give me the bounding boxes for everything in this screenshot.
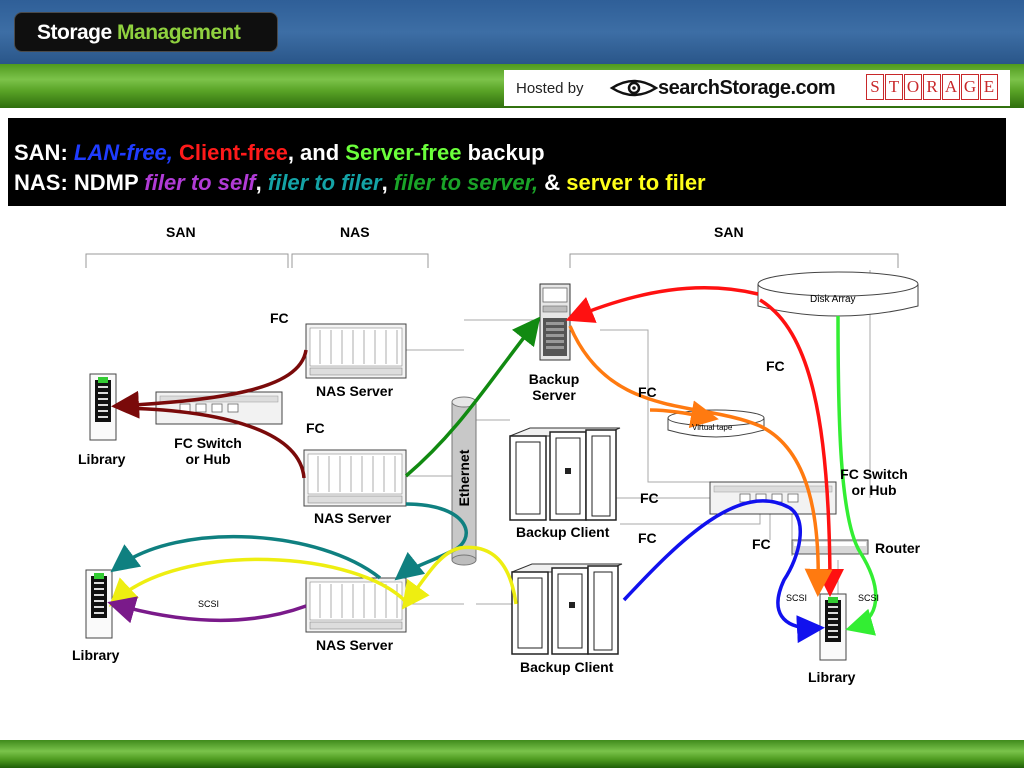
title-line-2-segment-7: server to filer — [566, 170, 706, 195]
library-1-icon — [89, 373, 117, 441]
flow-diskarray-to-backup-server — [565, 285, 759, 323]
header-bar: Storage Management — [0, 0, 1024, 64]
fc-label-4: FC — [766, 358, 785, 374]
title-line-1-segment-5: backup — [461, 140, 545, 165]
storage-letter-2: O — [904, 74, 922, 100]
flow-nas3-to-library2-teal — [110, 534, 382, 580]
disk-array-label: Disk Array — [810, 294, 856, 305]
backup-client-2-label: Backup Client — [520, 659, 614, 675]
title-line-2-segment-3: filer to filer — [267, 170, 382, 195]
ethernet-label: Ethernet — [456, 449, 472, 507]
title-line-2-segment-4: , — [381, 170, 394, 195]
logo-word-management: Management — [117, 21, 241, 44]
title-line-2-segment-6: & — [544, 170, 567, 195]
backup-server-line2: Server — [532, 387, 576, 403]
fc-switch-left-line1: FC Switch — [174, 435, 242, 451]
fc-label-7: FC — [752, 536, 771, 552]
hosted-by-area: Hosted by searchStorage.com — [504, 70, 864, 106]
hosted-by-text: Hosted by — [516, 80, 584, 97]
flow-yellow-client-to-nas3 — [401, 545, 518, 610]
backup-client-2-icon — [511, 563, 623, 655]
title-line-1-segment-4: Server-free — [345, 140, 462, 165]
fc-switch-right-line1: FC Switch — [840, 466, 908, 482]
flow-nas2-to-backup-server — [404, 316, 541, 478]
storage-letter-1: T — [885, 74, 903, 100]
nas-server-3-icon — [305, 577, 407, 633]
title-line-2-segment-0: NAS: NDMP — [14, 170, 145, 195]
section-label-nas: NAS — [340, 224, 370, 240]
fc-label-2: FC — [306, 420, 325, 436]
flow-nas2-to-library1 — [119, 406, 306, 479]
scsi-label-left: SCSI — [198, 599, 220, 609]
eye-icon — [609, 79, 659, 97]
section-label-san-right: SAN — [714, 224, 744, 240]
section-bracket-san-right — [569, 253, 899, 268]
storage-letter-0: S — [866, 74, 884, 100]
site-name: searchStorage.com — [658, 77, 836, 99]
backup-server-icon — [539, 283, 571, 361]
backup-client-1-label: Backup Client — [516, 524, 610, 540]
ethernet-backbone — [451, 396, 477, 566]
flow-yellow-to-library2 — [108, 557, 410, 607]
storage-letter-5: G — [961, 74, 979, 100]
library-1-label: Library — [78, 451, 126, 467]
nas-server-1-label: NAS Server — [316, 383, 394, 399]
storage-management-logo: Storage Management — [14, 12, 278, 52]
title-line-1-segment-2: Client-free — [179, 140, 288, 165]
fc-switch-left-label: FC Switch or Hub — [170, 435, 246, 467]
fc-label-3: FC — [638, 384, 657, 400]
library-3-icon — [819, 593, 847, 661]
backup-server-label: Backup Server — [522, 371, 586, 403]
storage-letter-6: E — [980, 74, 998, 100]
title-line-1-segment-1: LAN-free, — [73, 140, 180, 165]
title-line-1-segment-3: , and — [287, 140, 346, 165]
nas-server-2-label: NAS Server — [314, 510, 392, 526]
footer-bar — [0, 740, 1024, 768]
fc-switch-right-line2: or Hub — [851, 482, 897, 498]
logo-word-storage: Storage — [37, 21, 112, 44]
virtual-tape-label: Virtual tape — [692, 423, 733, 432]
section-bracket-san-left — [85, 253, 289, 268]
fc-label-5: FC — [640, 490, 659, 506]
flow-lan-free-blue — [622, 499, 825, 644]
router-label: Router — [875, 540, 921, 556]
title-line-2-segment-5: filer to server, — [393, 170, 545, 195]
backup-client-1-icon — [509, 427, 621, 521]
title-line-2: NAS: NDMP filer to self, filer to filer,… — [14, 170, 706, 196]
title-line-2-segment-1: filer to self — [144, 170, 256, 195]
library-2-label: Library — [72, 647, 120, 663]
flow-nas3-to-library2-scsi — [107, 596, 307, 624]
title-line-1: SAN: LAN-free, Client-free, and Server-f… — [14, 140, 545, 166]
library-3-label: Library — [808, 669, 856, 685]
fc-label-1: FC — [270, 310, 289, 326]
flow-nas1-to-library1 — [111, 349, 308, 419]
title-box: SAN: LAN-free, Client-free, and Server-f… — [8, 118, 1006, 206]
nas-server-1-icon — [305, 323, 407, 379]
storage-letter-3: R — [923, 74, 941, 100]
scsi-label-right-2: SCSI — [858, 593, 880, 603]
flow-orange-to-virtual-tape — [649, 400, 719, 429]
fc-label-6: FC — [638, 530, 657, 546]
flow-backup-server-to-library-orange — [568, 325, 833, 597]
storage-letter-4: A — [942, 74, 960, 100]
fc-switch-left-line2: or Hub — [185, 451, 231, 467]
flow-server-free-green — [836, 315, 878, 636]
nas-server-3-label: NAS Server — [316, 637, 394, 653]
nas-server-2-icon — [303, 449, 407, 507]
section-bracket-nas — [291, 253, 429, 268]
backup-server-line1: Backup — [528, 371, 580, 387]
library-2-icon — [85, 569, 113, 639]
disk-array — [757, 271, 919, 317]
title-line-2-segment-2: , — [255, 170, 268, 195]
flow-diskarray-to-library — [759, 298, 844, 597]
section-label-san-left: SAN — [166, 224, 196, 240]
scsi-label-right-1: SCSI — [786, 593, 808, 603]
title-line-1-segment-0: SAN: — [14, 140, 74, 165]
fc-switch-right-label: FC Switch or Hub — [836, 466, 912, 498]
